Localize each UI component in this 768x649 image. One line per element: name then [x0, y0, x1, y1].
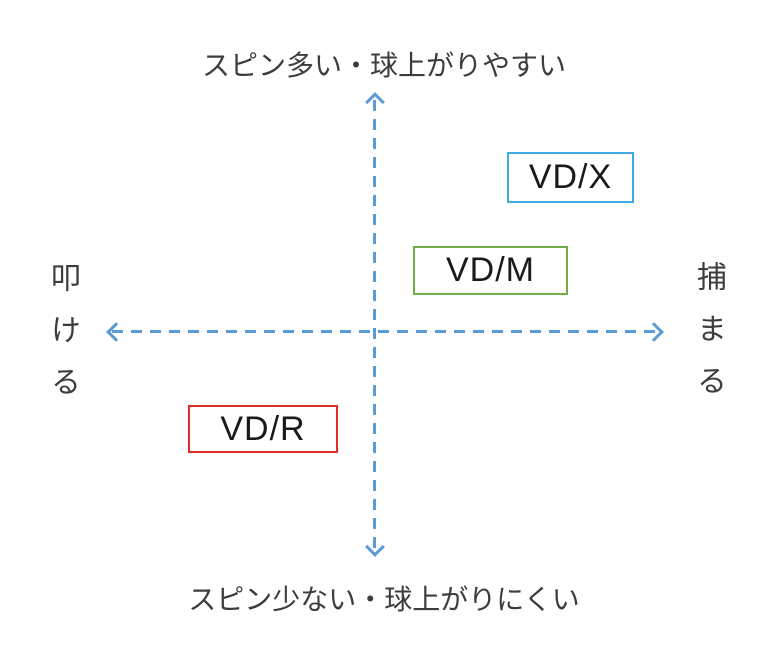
horizontal-axis	[112, 330, 658, 333]
vdr-box-label: VD/R	[220, 409, 306, 448]
vdr-box: VD/R	[188, 405, 338, 453]
vdm-box: VD/M	[413, 246, 568, 295]
vdx-box-label: VD/X	[528, 158, 613, 196]
axis-bottom-label: スピン少ない・球上がりにくい	[188, 584, 580, 615]
vertical-axis	[373, 100, 376, 550]
arrow-up-icon	[365, 92, 385, 112]
arrow-right-icon	[644, 322, 664, 342]
vdx-box: VD/X	[507, 152, 634, 203]
axis-left-label: 叩ける	[46, 262, 79, 418]
vdm-box-label: VD/M	[446, 251, 535, 289]
axis-top-label: スピン多い・球上がりやすい	[201, 50, 566, 81]
arrow-down-icon	[365, 537, 385, 557]
arrow-left-icon	[106, 322, 126, 342]
axis-right-label: 捕まる	[692, 261, 725, 417]
